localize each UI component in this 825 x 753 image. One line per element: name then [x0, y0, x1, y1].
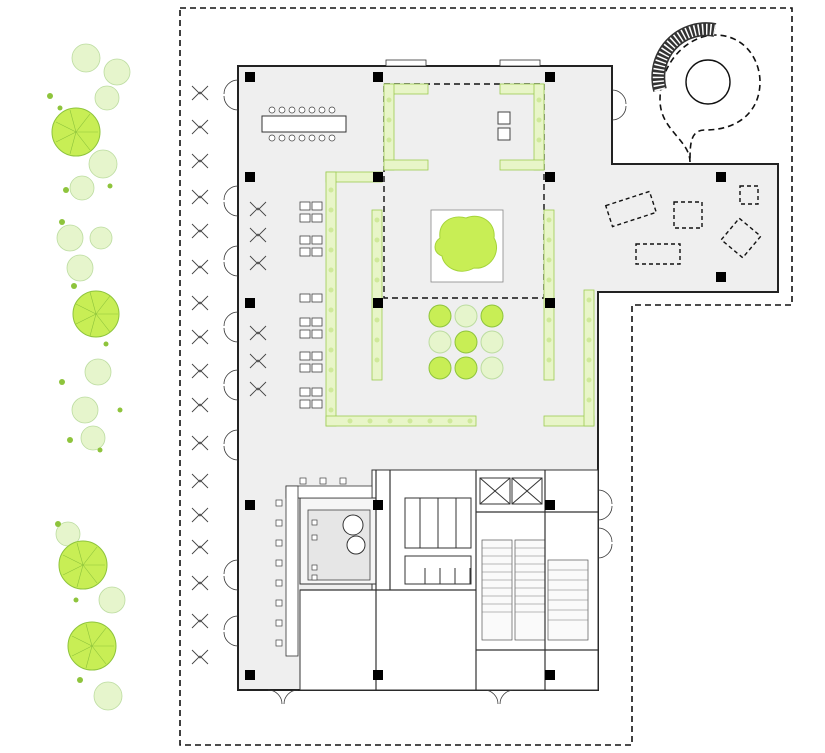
courtyard-tree-grid	[428, 304, 504, 380]
bar-counter	[285, 485, 299, 657]
courtyard-table	[497, 111, 511, 125]
room-lower-left	[299, 589, 377, 691]
courtyard-table	[497, 127, 511, 141]
kettle-icon	[342, 514, 364, 536]
dining-tables	[249, 201, 267, 397]
stair-treads	[482, 547, 588, 621]
structural-columns	[245, 72, 726, 680]
window	[385, 59, 427, 67]
planter-beds	[325, 83, 595, 427]
counter-stools	[275, 477, 347, 647]
planter-dots	[328, 97, 592, 424]
terrace-pavilions	[604, 185, 762, 265]
site-boundary	[179, 7, 793, 746]
stairwell	[481, 539, 589, 641]
street-trees	[47, 43, 131, 711]
courtyard-tree	[434, 215, 497, 272]
bar-counter	[285, 485, 373, 499]
facade-doors	[223, 79, 627, 705]
courtyard-boundary	[383, 83, 545, 299]
room-lower-mid	[375, 589, 477, 691]
kettle-icon	[346, 535, 366, 555]
restroom	[404, 497, 472, 585]
spiral-stair	[651, 22, 761, 163]
conference-table	[261, 106, 347, 142]
window	[499, 59, 541, 67]
booth-seating	[299, 201, 323, 409]
terrace-tables	[191, 85, 209, 665]
elevator	[479, 477, 543, 505]
